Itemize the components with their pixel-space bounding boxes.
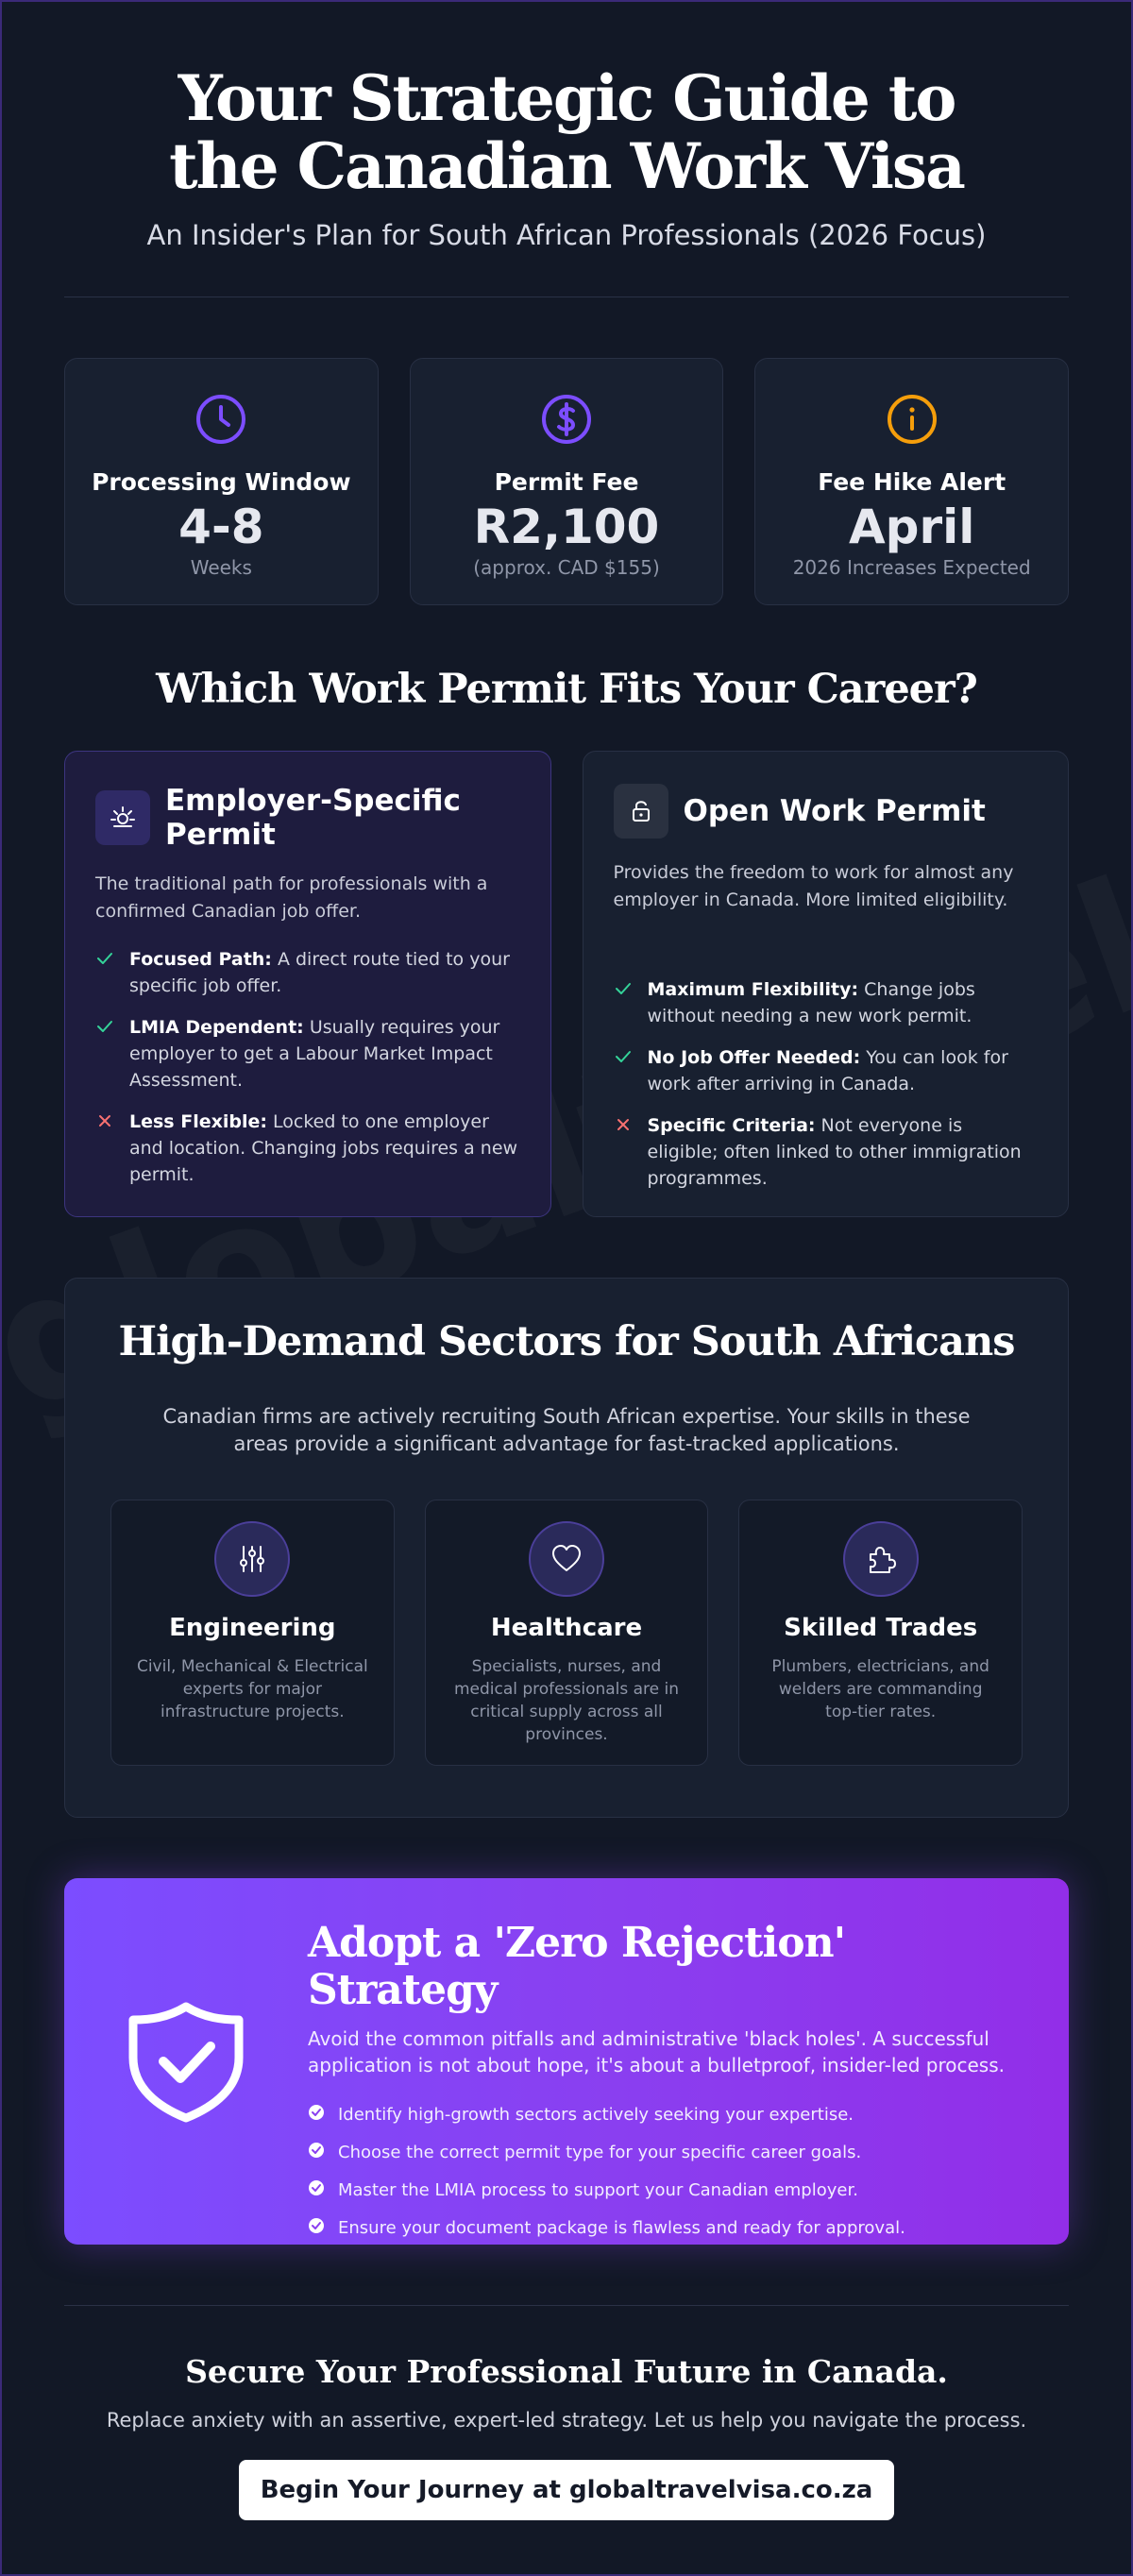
list-item: Less Flexible: Locked to one employer an… [95,1109,520,1188]
check-text: Identify high-growth sectors actively se… [338,2104,854,2125]
stat-label: Processing Window [92,468,351,496]
list-item: LMIA Dependent: Usually requires your em… [95,1014,520,1093]
permit-description: The traditional path for professionals w… [95,873,488,922]
permit-card-employer: Employer-Specific Permit The traditional… [64,751,551,1217]
list-item: Ensure your document package is flawless… [308,2209,1012,2246]
shield-check-icon [64,1878,308,2245]
clock-icon [193,391,249,448]
bullet-text: Change jobs without needing a new work p… [647,979,975,1026]
sliders-icon [214,1521,291,1597]
check-circle-icon [308,2217,325,2239]
stat-card-fee: Permit Fee R2,100 (approx. CAD $155) [409,358,724,605]
bullet-bold: Maximum Flexibility: [647,979,859,1000]
check-circle-icon [308,2142,325,2163]
stat-note: (approx. CAD $155) [473,556,660,579]
permits-row: Employer-Specific Permit The traditional… [64,751,1069,1217]
stat-note: Weeks [190,556,252,579]
sectors-intro: Canadian firms are actively recruiting S… [162,1405,971,1455]
permit-title: Employer-Specific Permit [165,784,461,852]
bullet-text: Usually requires your employer to get a … [129,1017,500,1091]
sector-card-trades: Skilled Trades Plumbers, electricians, a… [738,1500,1023,1766]
sectors-panel: High-Demand Sectors for South Africans C… [64,1278,1069,1818]
check-text: Ensure your document package is flawless… [338,2217,905,2238]
strategy-banner: Adopt a 'Zero Rejection' Strategy Avoid … [64,1878,1069,2245]
stat-label: Permit Fee [494,468,639,496]
list-item: Maximum Flexibility: Change jobs without… [614,976,1039,1029]
stat-label: Fee Hike Alert [818,468,1006,496]
bullet-text: You can look for work after arriving in … [647,1047,1008,1094]
sector-desc: Plumbers, electricians, and welders are … [771,1657,989,1721]
permit-description: Provides the freedom to work for almost … [613,862,1014,910]
permit-card-open: Open Work Permit Provides the freedom to… [582,751,1069,1217]
check-icon [95,946,116,999]
cross-icon [95,1109,116,1188]
sector-desc: Specialists, nurses, and medical profess… [453,1657,680,1744]
cross-icon [614,1112,634,1192]
bullet-text: Not everyone is eligible; often linked t… [647,1115,1022,1189]
bullet-bold: Focused Path: [129,949,272,970]
permits-heading: Which Work Permit Fits Your Career? [156,666,978,713]
strategy-checklist: Identify high-growth sectors actively se… [308,2095,1012,2246]
sector-desc: Civil, Mechanical & Electrical experts f… [136,1657,368,1721]
badge-icon [95,790,150,845]
begin-journey-button[interactable]: Begin Your Journey at globaltravelvisa.c… [239,2460,894,2520]
stat-card-processing: Processing Window 4-8 Weeks [64,358,379,605]
stat-card-alert: Fee Hike Alert April 2026 Increases Expe… [754,358,1070,605]
footer-title: Secure Your Professional Future in Canad… [185,2353,948,2390]
permit-title: Open Work Permit [683,794,986,828]
list-item: Master the LMIA process to support your … [308,2171,1012,2209]
bullet-text: Locked to one employer and location. Cha… [129,1111,518,1185]
sector-card-healthcare: Healthcare Specialists, nurses, and medi… [424,1500,709,1766]
stat-value: April [848,500,975,554]
bullet-bold: No Job Offer Needed: [647,1047,861,1068]
sector-name: Skilled Trades [784,1614,978,1642]
list-item: Specific Criteria: Not everyone is eligi… [614,1112,1039,1192]
stats-row: Processing Window 4-8 Weeks Permit Fee R… [64,358,1070,605]
puzzle-icon [842,1521,919,1597]
permit-bullets: Focused Path: A direct route tied to you… [95,946,520,1188]
sector-name: Engineering [169,1614,336,1642]
check-circle-icon [308,2179,325,2201]
heart-icon [529,1521,604,1597]
bullet-bold: Specific Criteria: [647,1115,816,1136]
bullet-bold: LMIA Dependent: [129,1017,304,1038]
check-icon [614,976,634,1029]
check-text: Choose the correct permit type for your … [338,2142,862,2162]
check-icon [95,1014,116,1093]
sector-card-engineering: Engineering Civil, Mechanical & Electric… [110,1500,395,1766]
list-item: Focused Path: A direct route tied to you… [95,946,520,999]
bullet-bold: Less Flexible: [129,1111,267,1132]
sectors-heading: High-Demand Sectors for South Africans [118,1318,1016,1365]
bullet-text: A direct route tied to your specific job… [129,949,510,996]
check-text: Master the LMIA process to support your … [338,2179,858,2200]
unlock-icon [613,784,668,839]
check-circle-icon [308,2104,325,2126]
footer-divider [64,2305,1069,2306]
check-icon [614,1044,634,1097]
list-item: No Job Offer Needed: You can look for wo… [614,1044,1039,1097]
list-item: Choose the correct permit type for your … [308,2133,1012,2171]
permit-bullets: Maximum Flexibility: Change jobs without… [614,976,1039,1192]
list-item: Identify high-growth sectors actively se… [308,2095,1012,2133]
page-subtitle: An Insider's Plan for South African Prof… [146,219,987,251]
stat-note: 2026 Increases Expected [792,556,1031,579]
footer-subtitle: Replace anxiety with an assertive, exper… [106,2409,1027,2432]
dollar-icon [538,391,595,448]
strategy-title: Adopt a 'Zero Rejection' Strategy [308,1919,846,2014]
strategy-lead: Avoid the common pitfalls and administra… [308,2027,1005,2076]
stat-value: 4-8 [178,500,264,554]
stat-value: R2,100 [473,500,660,554]
sector-cards: Engineering Civil, Mechanical & Electric… [110,1500,1023,1766]
sector-name: Healthcare [490,1614,643,1642]
page-title: Your Strategic Guide to the Canadian Wor… [169,61,966,203]
info-icon [884,391,940,448]
